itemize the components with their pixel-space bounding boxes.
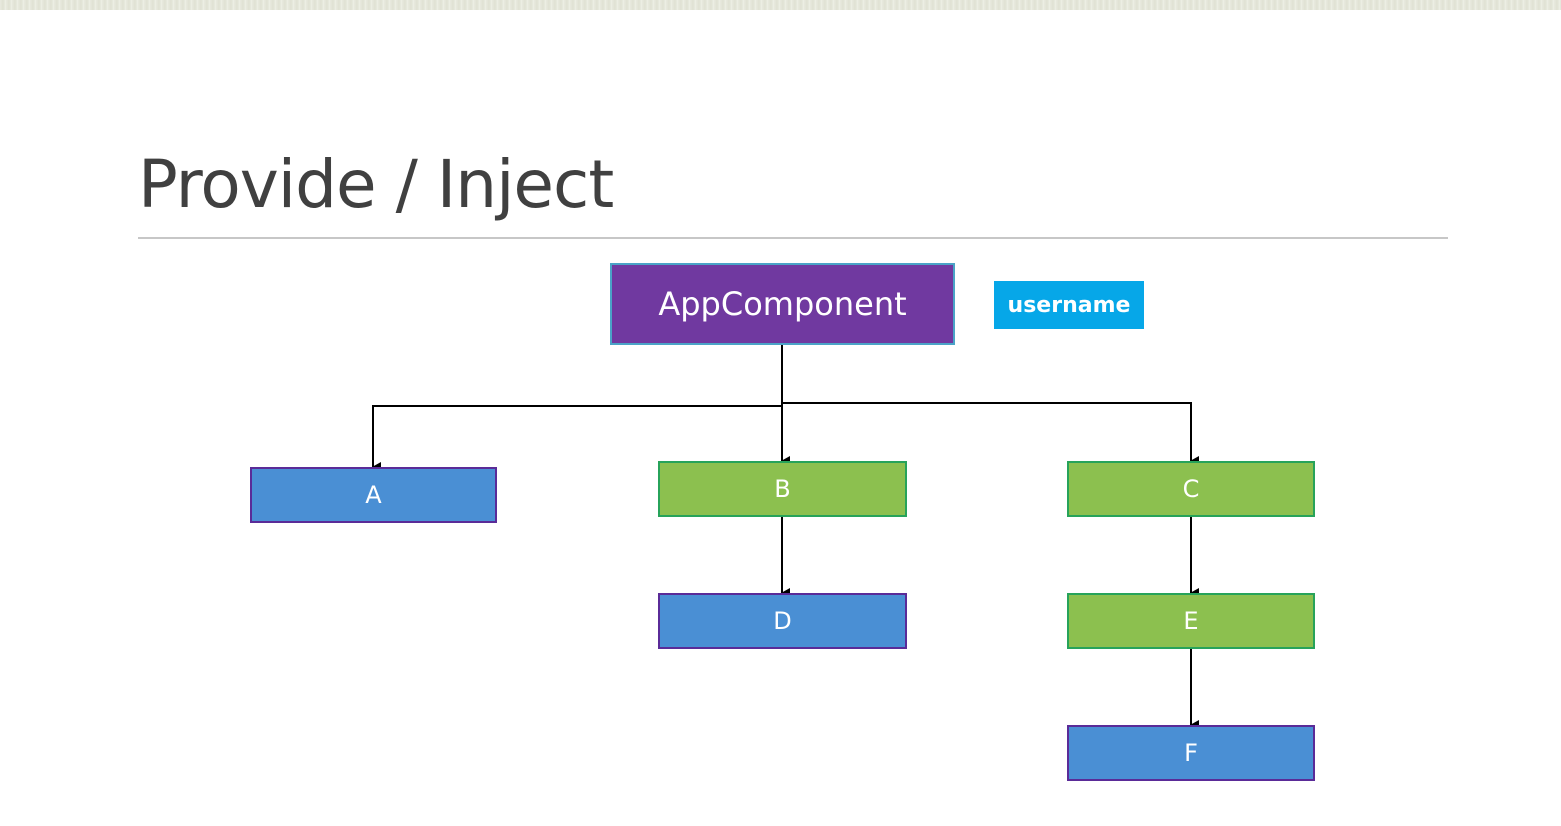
node-appcomponent: AppComponent: [610, 263, 955, 345]
edge-root-to-a: [372, 405, 782, 472]
node-e: E: [1067, 593, 1315, 649]
username-badge: username: [994, 281, 1144, 329]
slide-title: Provide / Inject: [138, 146, 614, 223]
node-a: A: [250, 467, 497, 523]
node-c: C: [1067, 461, 1315, 517]
node-f: F: [1067, 725, 1315, 781]
node-b: B: [658, 461, 907, 517]
node-d: D: [658, 593, 907, 649]
edge-root-to-c: [782, 402, 1199, 466]
title-divider: [138, 237, 1448, 239]
top-decorative-band: [0, 0, 1561, 10]
